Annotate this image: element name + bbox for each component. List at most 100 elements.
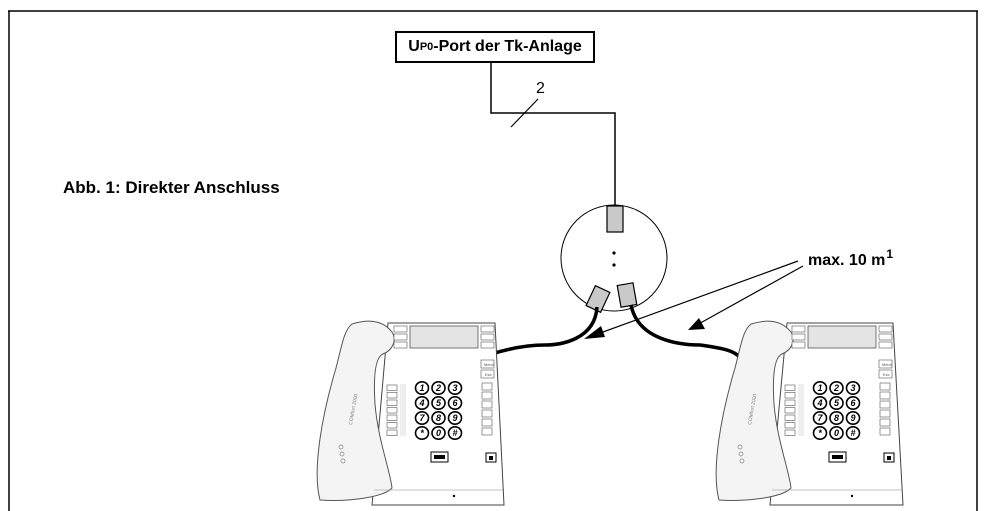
svg-text:*: *: [420, 428, 424, 438]
side-key: [481, 400, 493, 409]
left-handset-text: COMfort 2000: [348, 393, 359, 425]
socket-left-jack: [585, 284, 611, 314]
svg-text:2: 2: [435, 383, 441, 393]
left-display-key: [393, 325, 408, 333]
side-key: [481, 409, 493, 418]
right-phone-cord: [629, 304, 742, 360]
svg-text:2: 2: [833, 383, 839, 393]
function-key: [784, 392, 796, 399]
function-key: [386, 384, 398, 391]
function-key: [784, 422, 796, 429]
keypad-key: 9: [447, 410, 463, 425]
svg-text:6: 6: [452, 398, 458, 408]
svg-text:#: #: [452, 428, 457, 438]
side-key: [879, 391, 891, 400]
side-key: [879, 418, 891, 427]
keypad-key: 3: [845, 380, 861, 395]
svg-text:*: *: [818, 428, 822, 438]
right-display-key: [791, 325, 806, 333]
distance-arrowhead-right: [688, 318, 705, 330]
svg-text:4: 4: [418, 398, 424, 408]
keypad-key: 8: [431, 410, 446, 425]
side-key: [481, 427, 493, 436]
svg-text:9: 9: [452, 413, 457, 423]
function-key: [784, 384, 796, 391]
keypad-key: 8: [829, 410, 844, 425]
handset-dot: [339, 451, 345, 457]
handset-dot: [338, 444, 344, 450]
function-key: [386, 392, 398, 399]
right-menu-key: [878, 359, 893, 369]
svg-text:6: 6: [850, 398, 856, 408]
port-cable: [490, 63, 616, 205]
left-menu-key-label: Menü: [484, 362, 494, 367]
socket-dot: [612, 251, 616, 255]
side-key: [879, 427, 891, 436]
right-display-key: [791, 341, 806, 349]
svg-text:3: 3: [452, 383, 457, 393]
right-display: [807, 325, 877, 349]
keypad-key: 0: [829, 425, 844, 440]
left-small-button-inner: [489, 456, 493, 460]
keypad-key: *: [414, 425, 430, 440]
function-key: [784, 407, 796, 414]
svg-text:0: 0: [834, 428, 839, 438]
right-small-button-inner: [887, 456, 891, 460]
socket-dot: [612, 263, 616, 267]
left-esc-key: [480, 369, 495, 379]
svg-text:#: #: [850, 428, 855, 438]
svg-text:3: 3: [850, 383, 855, 393]
keypad-key: #: [447, 425, 463, 440]
distance-arrowhead-left: [584, 326, 605, 339]
left-display-key: [480, 341, 495, 349]
left-display: [409, 325, 479, 349]
distance-footnote: 1: [886, 247, 894, 261]
handset-dot: [738, 451, 744, 457]
label-strip: [400, 384, 406, 436]
socket-right-jack: [616, 282, 638, 308]
left-display-key: [393, 333, 408, 341]
keypad-key: 4: [812, 395, 828, 410]
function-key: [386, 407, 398, 414]
side-key: [879, 409, 891, 418]
svg-text:1: 1: [419, 383, 424, 393]
distance-arrow-right: [694, 265, 804, 327]
keypad-key: 0: [431, 425, 446, 440]
function-key: [784, 429, 796, 436]
wire-count-slash: [510, 98, 539, 128]
keypad-key: 4: [414, 395, 430, 410]
keypad-key: 1: [812, 380, 828, 395]
right-esc-key: [878, 369, 893, 379]
left-menu-key: [480, 359, 495, 369]
function-key: [784, 399, 796, 406]
keypad-key: 6: [447, 395, 463, 410]
socket-input-jack: [606, 205, 624, 233]
socket: [560, 204, 668, 314]
svg-text:1: 1: [817, 383, 822, 393]
right-right-keys: [879, 382, 891, 436]
keypad-key: 5: [431, 395, 446, 410]
svg-text:7: 7: [419, 413, 425, 423]
function-key: [386, 422, 398, 429]
distance-label: max. 10 m1: [808, 247, 893, 270]
left-hook-button-inner: [434, 455, 445, 459]
svg-text:9: 9: [850, 413, 855, 423]
keypad-key: 9: [845, 410, 861, 425]
port-label-subscript: P0: [419, 41, 434, 53]
right-function-keys: [784, 384, 804, 436]
side-key: [481, 382, 493, 391]
right-handset-text: COMfort 2000: [747, 393, 758, 425]
wire-count-label: 2: [536, 80, 545, 97]
svg-text:8: 8: [436, 413, 441, 423]
left-display-key: [480, 325, 495, 333]
distance-arrow-left: [591, 260, 799, 337]
function-key: [784, 414, 796, 421]
left-phone-cord: [494, 306, 599, 355]
svg-text:4: 4: [816, 398, 822, 408]
right-display-key: [791, 333, 806, 341]
